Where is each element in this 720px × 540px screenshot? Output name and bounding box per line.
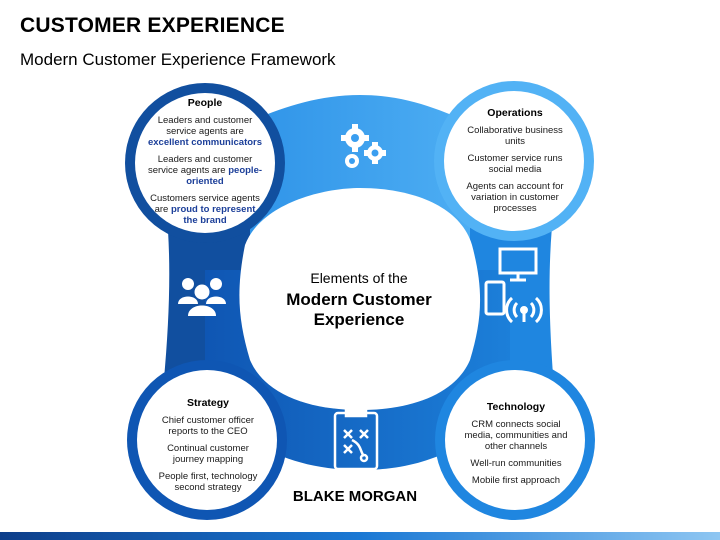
strategy-content: Strategy Chief customer officer reports … [152, 398, 264, 499]
footer-bar [0, 532, 720, 540]
center-label: Elements of the Modern Customer Experien… [244, 270, 474, 330]
center-pre-text: Elements of the [310, 270, 408, 286]
page-title: CUSTOMER EXPERIENCE [20, 14, 285, 37]
page-subtitle: Modern Customer Experience Framework [20, 50, 336, 69]
operations-content: Operations Collaborative business units … [459, 108, 571, 220]
technology-title: Technology [486, 401, 546, 413]
devices-icon [484, 247, 543, 324]
people-item: Customers service agents are proud to re… [150, 193, 260, 226]
technology-content: Technology CRM connects social media, co… [459, 402, 573, 492]
center-shape [239, 188, 481, 410]
technology-item: Mobile first approach [471, 475, 561, 486]
people-circle [135, 93, 275, 233]
strategy-title: Strategy [186, 397, 229, 409]
center-main-line-2: Experience [313, 310, 405, 329]
gears-icon [341, 124, 386, 168]
technology-item: Well-run communities [470, 458, 562, 469]
technology-circle [445, 370, 585, 510]
operations-circle [444, 91, 584, 231]
people-group-icon [178, 278, 226, 316]
operations-title: Operations [487, 107, 543, 119]
author-name: BLAKE MORGAN [292, 488, 418, 505]
operations-item: Customer service runs social media [467, 153, 563, 175]
center-main-line-1: Modern Customer [286, 290, 432, 309]
clipboard-strategy-icon [333, 406, 379, 471]
strategy-circle [137, 370, 277, 510]
people-title: People [187, 97, 223, 109]
operations-item: Collaborative business units [467, 125, 563, 147]
strategy-item: Continual customer journey mapping [167, 443, 249, 465]
people-item: Leaders and customer service agents are … [147, 154, 263, 187]
technology-item: CRM connects social media, communities a… [464, 419, 568, 452]
people-item: Leaders and customer service agents are … [147, 115, 263, 148]
strategy-item: Chief customer officer reports to the CE… [161, 415, 255, 437]
strategy-item: People first, technology second strategy [158, 471, 258, 493]
people-content: People Leaders and customer service agen… [147, 98, 263, 232]
operations-item: Agents can account for variation in cust… [466, 181, 564, 214]
